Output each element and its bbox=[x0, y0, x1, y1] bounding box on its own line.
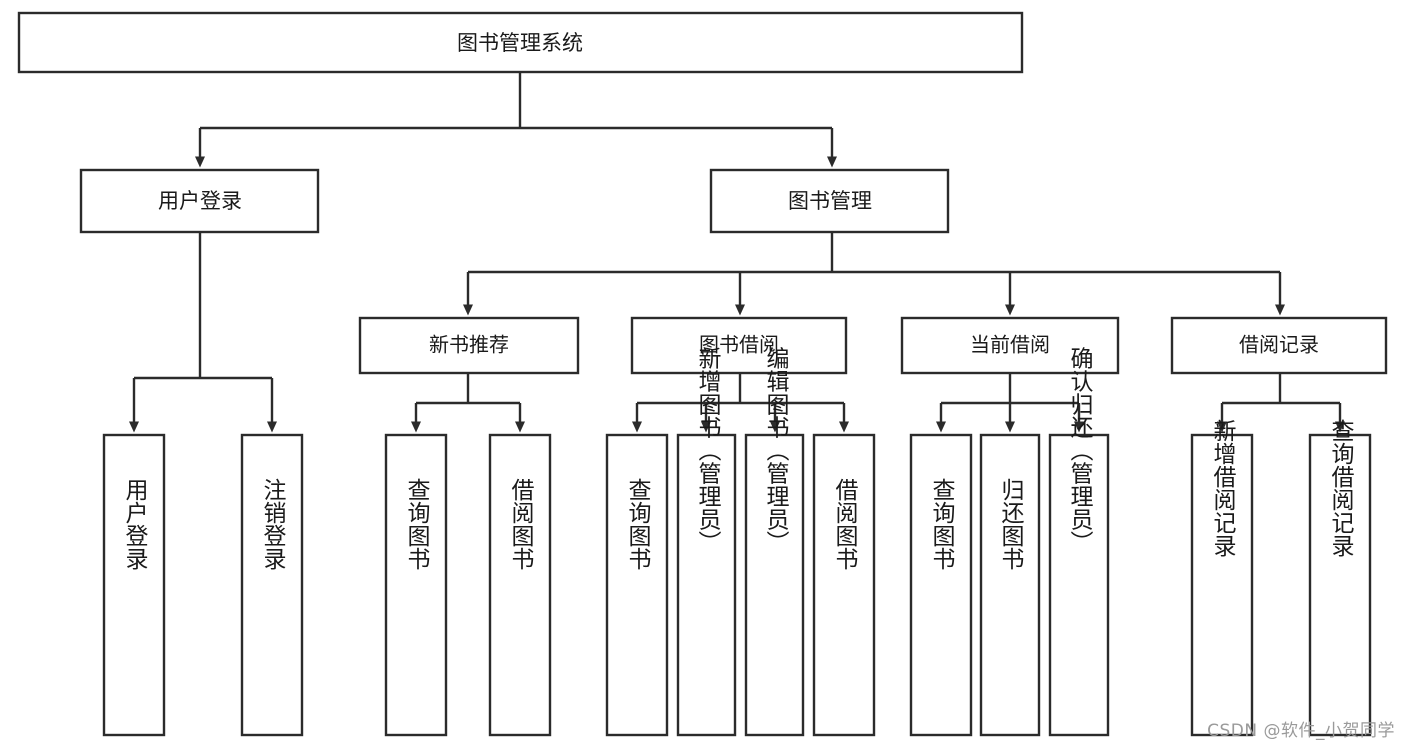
node-leaf-confirm-return-admin-label: 确认归还（管理员） bbox=[1066, 347, 1094, 554]
node-leaf-borrow-book-borrow-label: 借阅图书 bbox=[831, 478, 859, 570]
node-leaf-add-borrow-record[interactable]: 新增借阅记录 bbox=[1190, 419, 1254, 737]
node-leaf-user-login[interactable]: 用户登录 bbox=[102, 433, 166, 737]
node-current-borrow-label: 当前借阅 bbox=[970, 333, 1050, 357]
node-leaf-logout[interactable]: 注销登录 bbox=[240, 433, 304, 737]
node-leaf-borrow-book-rec[interactable]: 借阅图书 bbox=[488, 433, 552, 737]
node-borrow-records[interactable]: 借阅记录 bbox=[1170, 316, 1388, 375]
node-user-login-label: 用户登录 bbox=[158, 189, 242, 213]
node-leaf-query-book-borrow[interactable]: 查询图书 bbox=[605, 433, 669, 737]
node-borrow-records-label: 借阅记录 bbox=[1239, 333, 1319, 357]
node-leaf-query-book-current[interactable]: 查询图书 bbox=[909, 433, 973, 737]
node-book-borrow[interactable]: 图书借阅 bbox=[630, 316, 848, 375]
node-leaf-confirm-return-admin[interactable]: 确认归还（管理员） bbox=[1048, 347, 1110, 737]
connector-bookmgmt-to-level3 bbox=[463, 232, 1285, 316]
node-user-login[interactable]: 用户登录 bbox=[79, 168, 320, 234]
node-book-borrow-label: 图书借阅 bbox=[699, 333, 779, 357]
node-leaf-query-book-rec-label: 查询图书 bbox=[403, 478, 431, 570]
node-new-book-recommend-label: 新书推荐 bbox=[429, 333, 509, 357]
connector-userlogin-to-leaves bbox=[129, 232, 277, 433]
node-leaf-add-book-admin-label: 新增图书（管理员） bbox=[694, 347, 722, 554]
node-new-book-recommend[interactable]: 新书推荐 bbox=[358, 316, 580, 375]
connector-newbook-to-leaves bbox=[411, 373, 525, 433]
node-leaf-edit-book-admin[interactable]: 编辑图书（管理员） bbox=[744, 347, 805, 737]
node-leaf-return-book[interactable]: 归还图书 bbox=[979, 433, 1041, 737]
node-leaf-query-borrow-record[interactable]: 查询借阅记录 bbox=[1308, 419, 1372, 737]
node-leaf-query-book-current-label: 查询图书 bbox=[928, 478, 956, 570]
node-leaf-edit-book-admin-label: 编辑图书（管理员） bbox=[762, 347, 790, 554]
connector-root-to-level2 bbox=[195, 72, 837, 168]
node-leaf-query-book-rec[interactable]: 查询图书 bbox=[384, 433, 448, 737]
node-leaf-borrow-book-rec-label: 借阅图书 bbox=[507, 478, 535, 570]
node-leaf-add-book-admin[interactable]: 新增图书（管理员） bbox=[676, 347, 737, 737]
connector-borrowrecords-to-leaves bbox=[1217, 373, 1345, 433]
node-current-borrow[interactable]: 当前借阅 bbox=[900, 316, 1120, 375]
connector-bookborrow-to-leaves bbox=[632, 373, 849, 433]
node-leaf-return-book-label: 归还图书 bbox=[997, 478, 1025, 570]
node-leaf-query-book-borrow-label: 查询图书 bbox=[624, 478, 652, 570]
node-leaf-logout-label: 注销登录 bbox=[259, 478, 287, 570]
node-book-management-label: 图书管理 bbox=[788, 189, 872, 213]
node-root-label: 图书管理系统 bbox=[457, 31, 583, 55]
node-root-system[interactable]: 图书管理系统 bbox=[17, 11, 1024, 74]
connector-currentborrow-to-leaves bbox=[936, 373, 1084, 433]
node-leaf-user-login-label: 用户登录 bbox=[121, 478, 149, 570]
node-leaf-borrow-book-borrow[interactable]: 借阅图书 bbox=[812, 433, 876, 737]
node-leaf-add-borrow-record-label: 新增借阅记录 bbox=[1209, 419, 1237, 557]
node-book-management[interactable]: 图书管理 bbox=[709, 168, 950, 234]
node-leaf-query-borrow-record-label: 查询借阅记录 bbox=[1327, 419, 1355, 557]
